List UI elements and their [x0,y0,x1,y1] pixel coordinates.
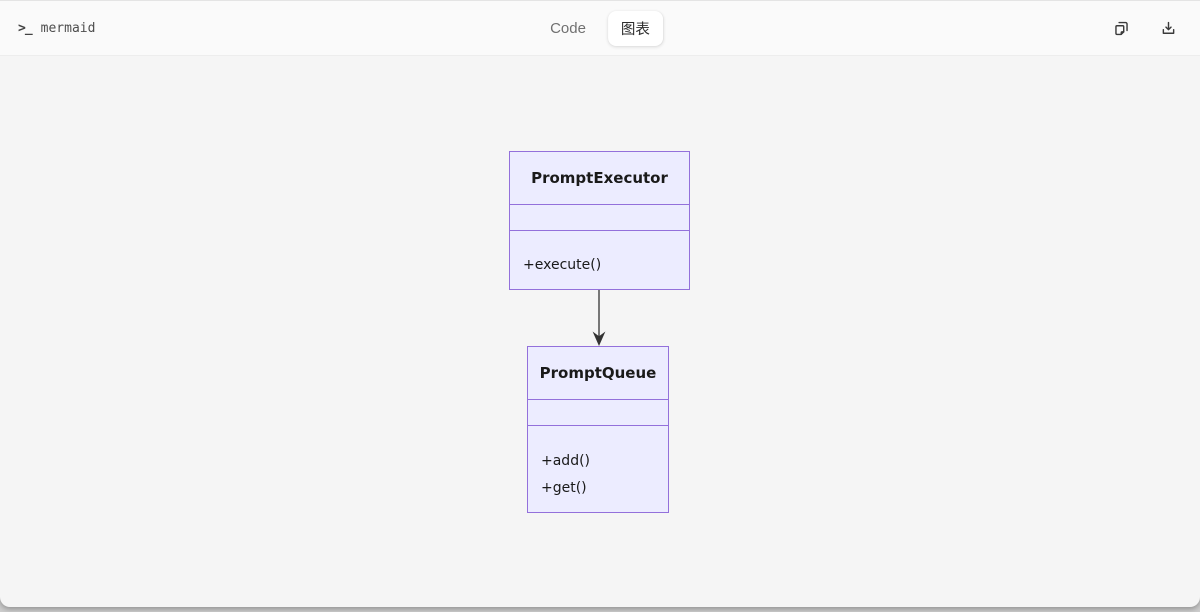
brand: >_ mermaid [0,21,95,36]
class-methods: +execute() [510,231,689,279]
class-attributes-empty [528,399,668,426]
class-name: PromptExecutor [531,169,668,187]
class-method: +execute() [523,257,602,273]
class-attributes-empty [510,204,689,231]
edge-arrow-executor-to-queue [592,290,606,346]
download-button[interactable] [1159,19,1178,38]
tab-diagram[interactable]: 图表 [607,11,663,46]
view-toggle: Code 图表 [537,1,663,56]
tab-code[interactable]: Code [550,20,586,37]
copy-icon [1115,21,1128,35]
app-title: mermaid [40,20,96,36]
class-node-promptexecutor: PromptExecutor +execute() [509,151,690,290]
copy-button[interactable] [1112,19,1131,38]
class-method: +add() [541,453,591,469]
header-bar: >_ mermaid Code 图表 [0,1,1200,56]
class-name: PromptQueue [539,364,657,382]
class-method: +get() [541,480,587,496]
class-methods: +add() +get() [528,426,668,502]
diagram-canvas: PromptExecutor +execute() PromptQueue +a… [0,56,1200,607]
header-actions [1112,19,1200,38]
class-node-promptqueue: PromptQueue +add() +get() [527,346,669,513]
terminal-icon: >_ [18,20,33,36]
download-icon [1162,21,1175,34]
